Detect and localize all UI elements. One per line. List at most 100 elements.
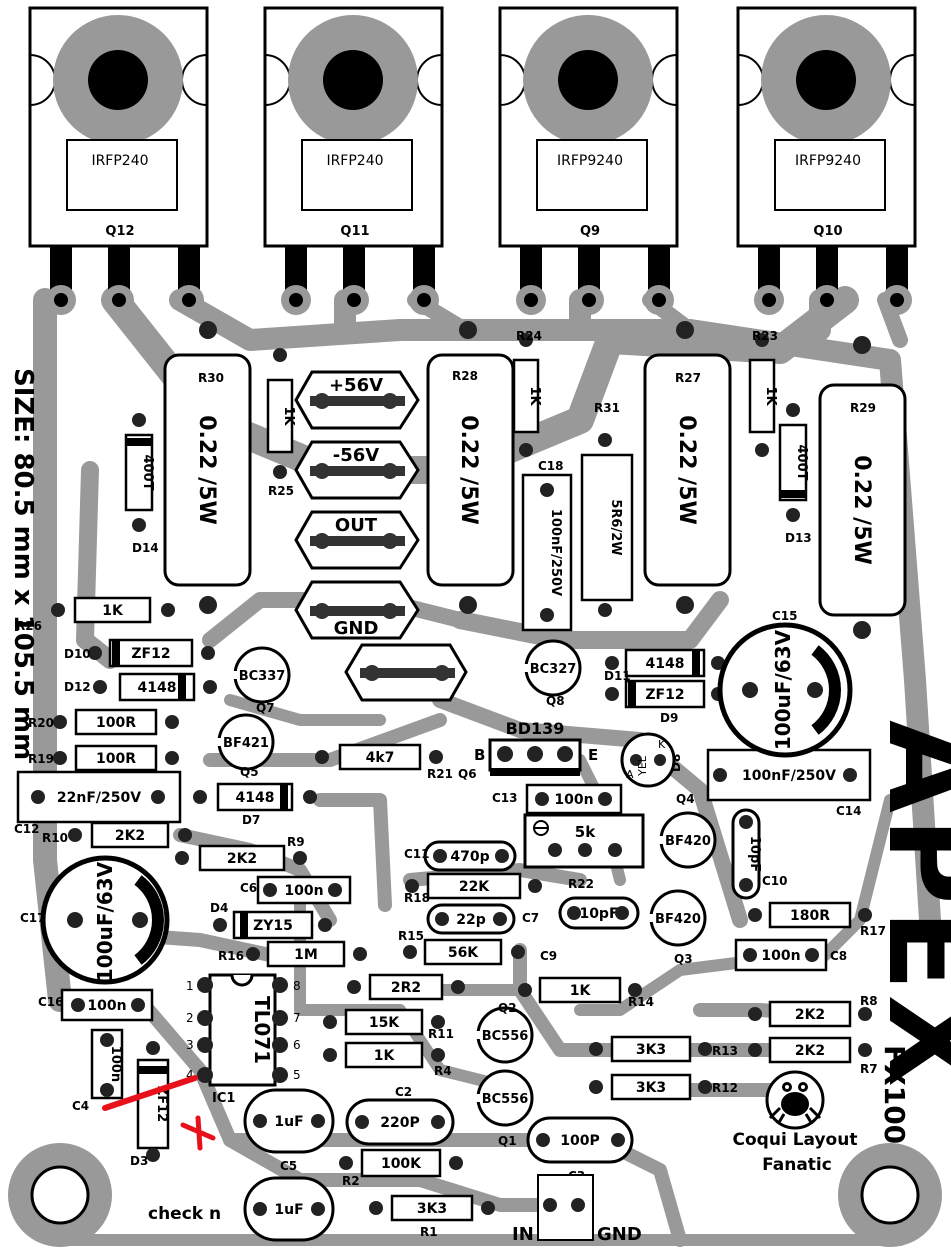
transistor-q2-part: BC556 bbox=[482, 1029, 529, 1044]
mounting-holes bbox=[8, 1143, 942, 1247]
ref-label-r27: R27 bbox=[675, 371, 701, 385]
ref-label-c12: C12 bbox=[14, 822, 40, 836]
ref-label-r13: R13 bbox=[712, 1044, 738, 1058]
resistor-r16-value: 1M bbox=[294, 947, 318, 963]
ref-label-r7: R7 bbox=[860, 1062, 878, 1076]
ref-label-d4: D4 bbox=[210, 901, 228, 915]
terminal-out-label: OUT bbox=[335, 515, 378, 536]
ref-label-r14: R14 bbox=[628, 995, 654, 1009]
capacitor-c-misc-value: 10pF bbox=[579, 906, 618, 922]
ic-ref: IC1 bbox=[212, 1091, 235, 1106]
resistor-r7: 2K2 bbox=[768, 1036, 852, 1064]
capacitor-c11: 470p bbox=[423, 840, 517, 872]
capacitor-c5a-value: 1uF bbox=[274, 1114, 303, 1130]
diode-d4-value: ZY15 bbox=[253, 918, 293, 934]
ref-label-r31: R31 bbox=[594, 401, 620, 415]
transistor-q5-part: BF421 bbox=[223, 736, 269, 751]
power-transistor-ref: Q10 bbox=[813, 224, 842, 239]
resistor-r21-value: 4k7 bbox=[366, 750, 395, 766]
capacitor-c8-value: 100n bbox=[761, 948, 800, 964]
r29-value: 0.22 /5W bbox=[849, 455, 874, 565]
transistor-q7-part: BC337 bbox=[239, 669, 286, 684]
terminal-neg-label: -56V bbox=[333, 445, 380, 466]
resistor-r21: 4k7 bbox=[338, 743, 422, 771]
transistor-q2: BC556 bbox=[475, 1006, 534, 1064]
capacitor-c18-value: 100nF/250V bbox=[548, 509, 563, 596]
ref-label-q6: Q6 bbox=[458, 767, 477, 781]
resistor-r26-value: 1K bbox=[102, 603, 124, 619]
capacitor-c3: 100P bbox=[526, 1116, 634, 1164]
ref-label-r30: R30 bbox=[198, 371, 224, 385]
capacitor-c10: 10pF bbox=[731, 808, 762, 900]
ref-label-q4: Q4 bbox=[676, 792, 695, 806]
resistor-r31-value: 5R6/2W bbox=[608, 499, 623, 555]
resistor-r24-value: 1K bbox=[527, 386, 542, 406]
capacitor-c6-value: 100n bbox=[284, 883, 323, 899]
resistor-r9: 2K2 bbox=[198, 844, 286, 872]
ic-tl071 bbox=[197, 973, 288, 1087]
diode-d3: ZF12 bbox=[136, 1058, 170, 1150]
r27-value: 0.22 /5W bbox=[674, 415, 699, 525]
terminal-pos-label: +56V bbox=[329, 375, 383, 396]
ref-label-r28: R28 bbox=[452, 369, 478, 383]
electrolytic-caps bbox=[40, 622, 853, 985]
ref-label-r8: R8 bbox=[860, 994, 878, 1008]
diode-d10: ZF12 bbox=[108, 638, 194, 668]
transistor-q5: BF421 bbox=[216, 713, 275, 771]
ref-label-c7: C7 bbox=[522, 911, 539, 925]
resistor-r17-value: 180R bbox=[790, 908, 830, 924]
power-transistor-ref: Q11 bbox=[340, 224, 369, 239]
resistor-r23-value: 1K bbox=[763, 386, 778, 406]
resistor-r1: 3K3 bbox=[390, 1194, 474, 1222]
ref-label-r10: R10 bbox=[42, 831, 68, 845]
ref-label-c13: C13 bbox=[492, 791, 518, 805]
capacitor-c2-value: 220P bbox=[380, 1115, 419, 1131]
resistor-r16: 1M bbox=[266, 940, 346, 968]
resistor-r-misc-value: 2R2 bbox=[391, 980, 421, 996]
resistor-body-r28 bbox=[426, 353, 515, 587]
resistor-r18: 22K bbox=[426, 872, 522, 900]
ref-label-r1: R1 bbox=[420, 1225, 438, 1239]
diode-d11: 4148 bbox=[624, 648, 706, 678]
resistor-body-r27 bbox=[643, 353, 732, 587]
transistor-q3-part: BF420 bbox=[655, 912, 701, 927]
credit-line-2: Fanatic bbox=[762, 1155, 832, 1175]
ref-label-r20: R20 bbox=[28, 716, 54, 730]
power-transistor-part: IRFP240 bbox=[91, 153, 148, 169]
ic-pin-3: 3 bbox=[186, 1038, 194, 1052]
ref-label-q8: Q8 bbox=[546, 694, 565, 708]
ic-part: TL071 bbox=[250, 996, 274, 1064]
resistor-r19-value: 100R bbox=[96, 751, 136, 767]
resistor-r23: 1K bbox=[748, 358, 778, 434]
ref-label-d9: D9 bbox=[660, 711, 678, 725]
diode-d13: 400T bbox=[778, 423, 809, 502]
q6-part: BD139 bbox=[506, 719, 565, 738]
capacitor-c10-value: 10pF bbox=[747, 836, 762, 872]
connector-in: IN bbox=[512, 1224, 534, 1245]
resistor-r8-value: 2K2 bbox=[795, 1007, 825, 1023]
ic-pin-5: 5 bbox=[293, 1068, 301, 1082]
resistor-r11: 15K bbox=[344, 1008, 424, 1036]
capacitor-c5a: 1uF bbox=[243, 1088, 335, 1154]
brand-apex: APEX bbox=[861, 720, 951, 1091]
resistor-r2: 100K bbox=[360, 1148, 442, 1178]
ref-label-c10: C10 bbox=[762, 874, 788, 888]
ref-label-d3: D3 bbox=[130, 1154, 148, 1168]
ref-label-q3: Q3 bbox=[674, 952, 693, 966]
ref-label-q1: Q1 bbox=[498, 1134, 517, 1148]
resistor-r10: 2K2 bbox=[90, 821, 170, 849]
resistor-r24: 1K bbox=[512, 358, 542, 434]
transistor-q4-part: BF420 bbox=[665, 834, 711, 849]
board-size: SIZE: 80.5 mm x 105.5 mm bbox=[8, 368, 38, 760]
diode-d14: 400T bbox=[124, 433, 155, 512]
connector-gnd: GND bbox=[597, 1224, 642, 1245]
led-color: YEL bbox=[636, 755, 649, 777]
diode-d12: 4148 bbox=[118, 672, 196, 702]
led-d8 bbox=[620, 732, 676, 788]
ref-label-r19: R19 bbox=[28, 752, 54, 766]
ref-label-c14: C14 bbox=[836, 804, 862, 818]
transistor-q6 bbox=[488, 738, 582, 776]
